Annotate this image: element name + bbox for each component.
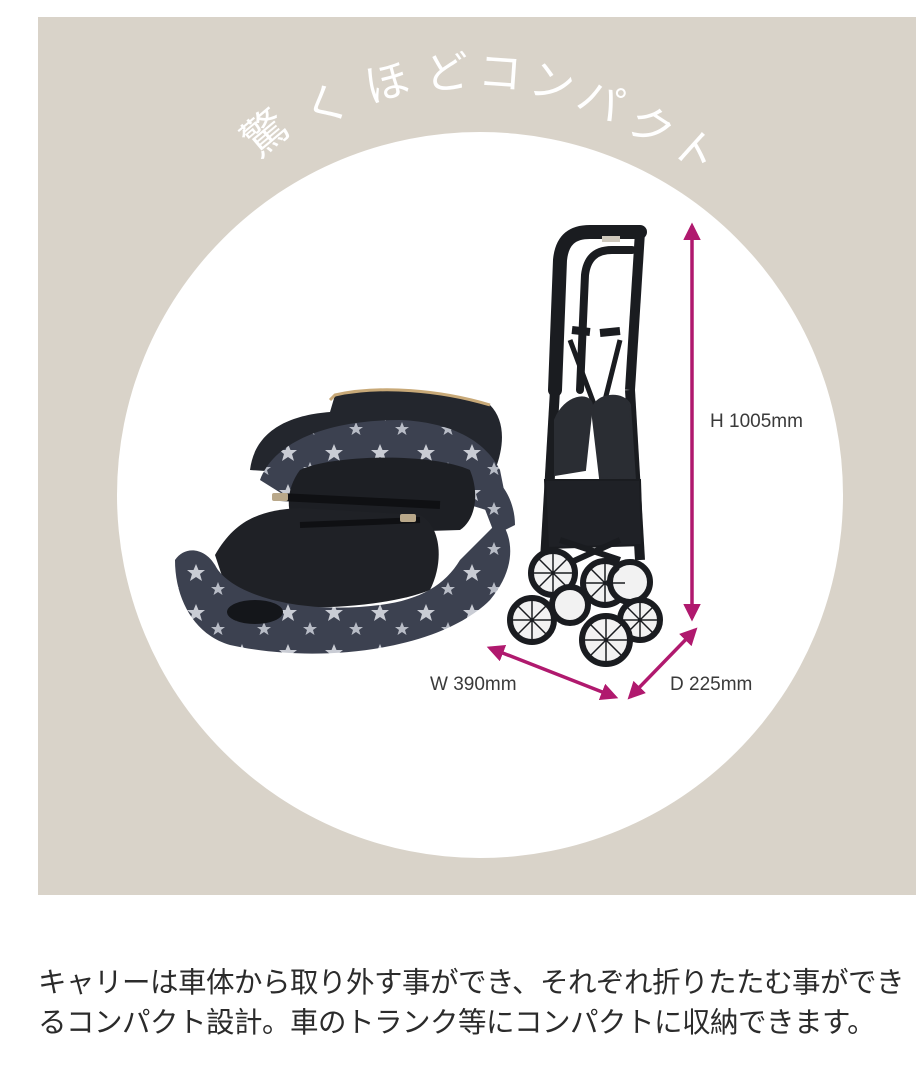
compact-feature-panel [38,17,916,895]
title-char: ど [422,46,472,101]
description-text: キャリーは車体から取り外す事ができ、それぞれ折りたたむ事ができるコンパクト設計。… [38,965,905,1039]
width-dimension-label: W 390mm [430,674,517,695]
depth-dimension-label: D 225mm [670,674,753,695]
title-char: コ [476,46,524,101]
height-dimension-label: H 1005mm [710,411,803,432]
white-circle-background [117,132,843,858]
